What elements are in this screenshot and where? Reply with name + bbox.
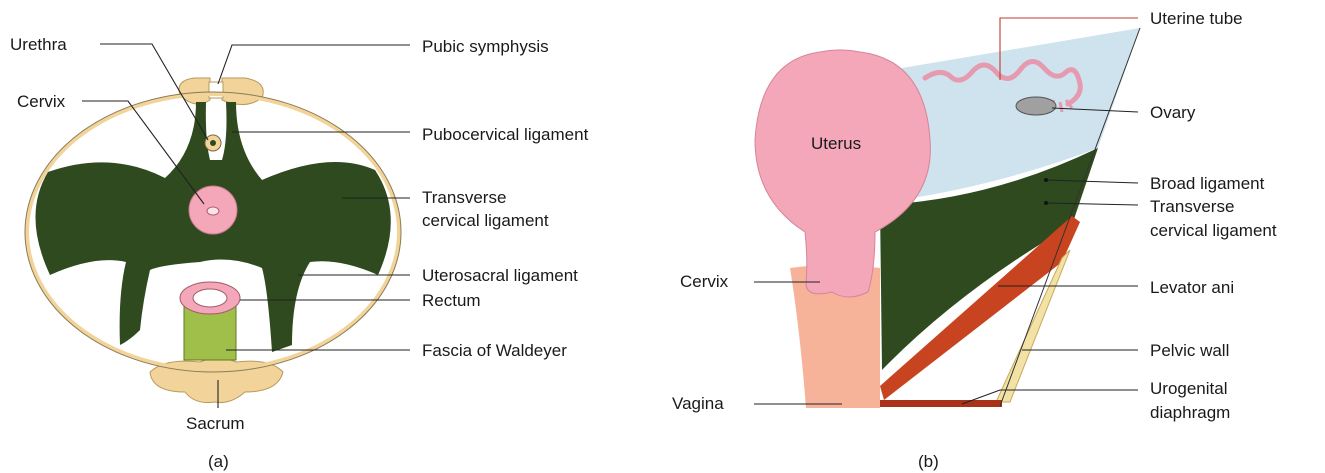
panel-a: Urethra Cervix Pubic symphysis Pubocervi… bbox=[10, 35, 589, 471]
label-cervix-b: Cervix bbox=[680, 272, 729, 291]
label-vagina: Vagina bbox=[672, 394, 724, 413]
urogenital-diaphragm-shape bbox=[880, 400, 1002, 407]
label-sacrum: Sacrum bbox=[186, 414, 245, 433]
label-levator: Levator ani bbox=[1150, 278, 1234, 297]
broad-ligament-shape bbox=[890, 28, 1140, 200]
label-urogenital-2: diaphragm bbox=[1150, 403, 1230, 422]
caption-b: (b) bbox=[918, 452, 939, 471]
label-transverse-a-1: Transverse bbox=[422, 188, 506, 207]
label-uterus: Uterus bbox=[811, 134, 861, 153]
label-rectum: Rectum bbox=[422, 291, 481, 310]
ovary-shape bbox=[1016, 97, 1056, 115]
label-uterine-tube: Uterine tube bbox=[1150, 9, 1243, 28]
label-broad: Broad ligament bbox=[1150, 174, 1265, 193]
label-cervix-a: Cervix bbox=[17, 92, 66, 111]
label-pubic-symphysis: Pubic symphysis bbox=[422, 37, 549, 56]
pubic-bone-left bbox=[179, 78, 210, 104]
label-uterosacral: Uterosacral ligament bbox=[422, 266, 578, 285]
panel-b: Uterus Cervix Vagina Uterine tube Ovary … bbox=[672, 9, 1277, 471]
pubic-bone-right bbox=[222, 78, 263, 105]
label-urogenital-1: Urogenital bbox=[1150, 379, 1228, 398]
label-fascia: Fascia of Waldeyer bbox=[422, 341, 567, 360]
label-transverse-b-2: cervical ligament bbox=[1150, 221, 1277, 240]
label-urethra: Urethra bbox=[10, 35, 67, 54]
caption-a: (a) bbox=[208, 452, 229, 471]
label-pelvic-wall: Pelvic wall bbox=[1150, 341, 1229, 360]
label-transverse-b-1: Transverse bbox=[1150, 197, 1234, 216]
label-pubocervical: Pubocervical ligament bbox=[422, 125, 589, 144]
label-ovary: Ovary bbox=[1150, 103, 1196, 122]
label-transverse-a-2: cervical ligament bbox=[422, 211, 549, 230]
